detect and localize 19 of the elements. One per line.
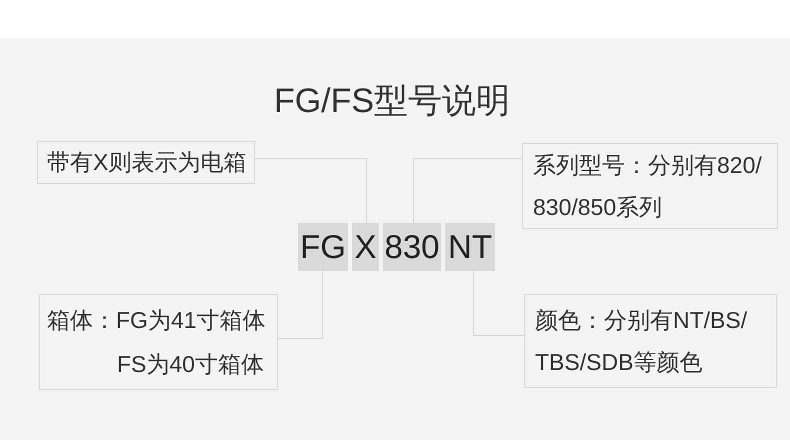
code-segment-box [352, 223, 379, 271]
note-box [39, 294, 278, 390]
note-text: 箱体：FG为41寸箱体 [47, 306, 266, 335]
code-segment-text: 830 [384, 228, 440, 266]
note-text: 颜色：分别有NT/BS/TBS/SDB等颜色 [535, 306, 748, 377]
leader-line [473, 270, 524, 336]
note-box [524, 294, 777, 388]
leader-line [278, 270, 323, 339]
note-box [37, 141, 255, 184]
code-segment-text: X [354, 228, 376, 266]
leader-line [413, 158, 522, 224]
note-text: 带有X则表示为电箱 [47, 148, 246, 177]
leader-line [254, 158, 367, 224]
code-segment-text: NT [448, 228, 492, 266]
note-text: FS为40寸箱体 [117, 350, 264, 379]
note-box [522, 143, 778, 229]
diagram-title: FG/FS型号说明 [274, 81, 510, 122]
code-segment-text: FG [300, 228, 346, 266]
note-text: 系列型号：分别有820/830/850系列 [533, 151, 763, 222]
